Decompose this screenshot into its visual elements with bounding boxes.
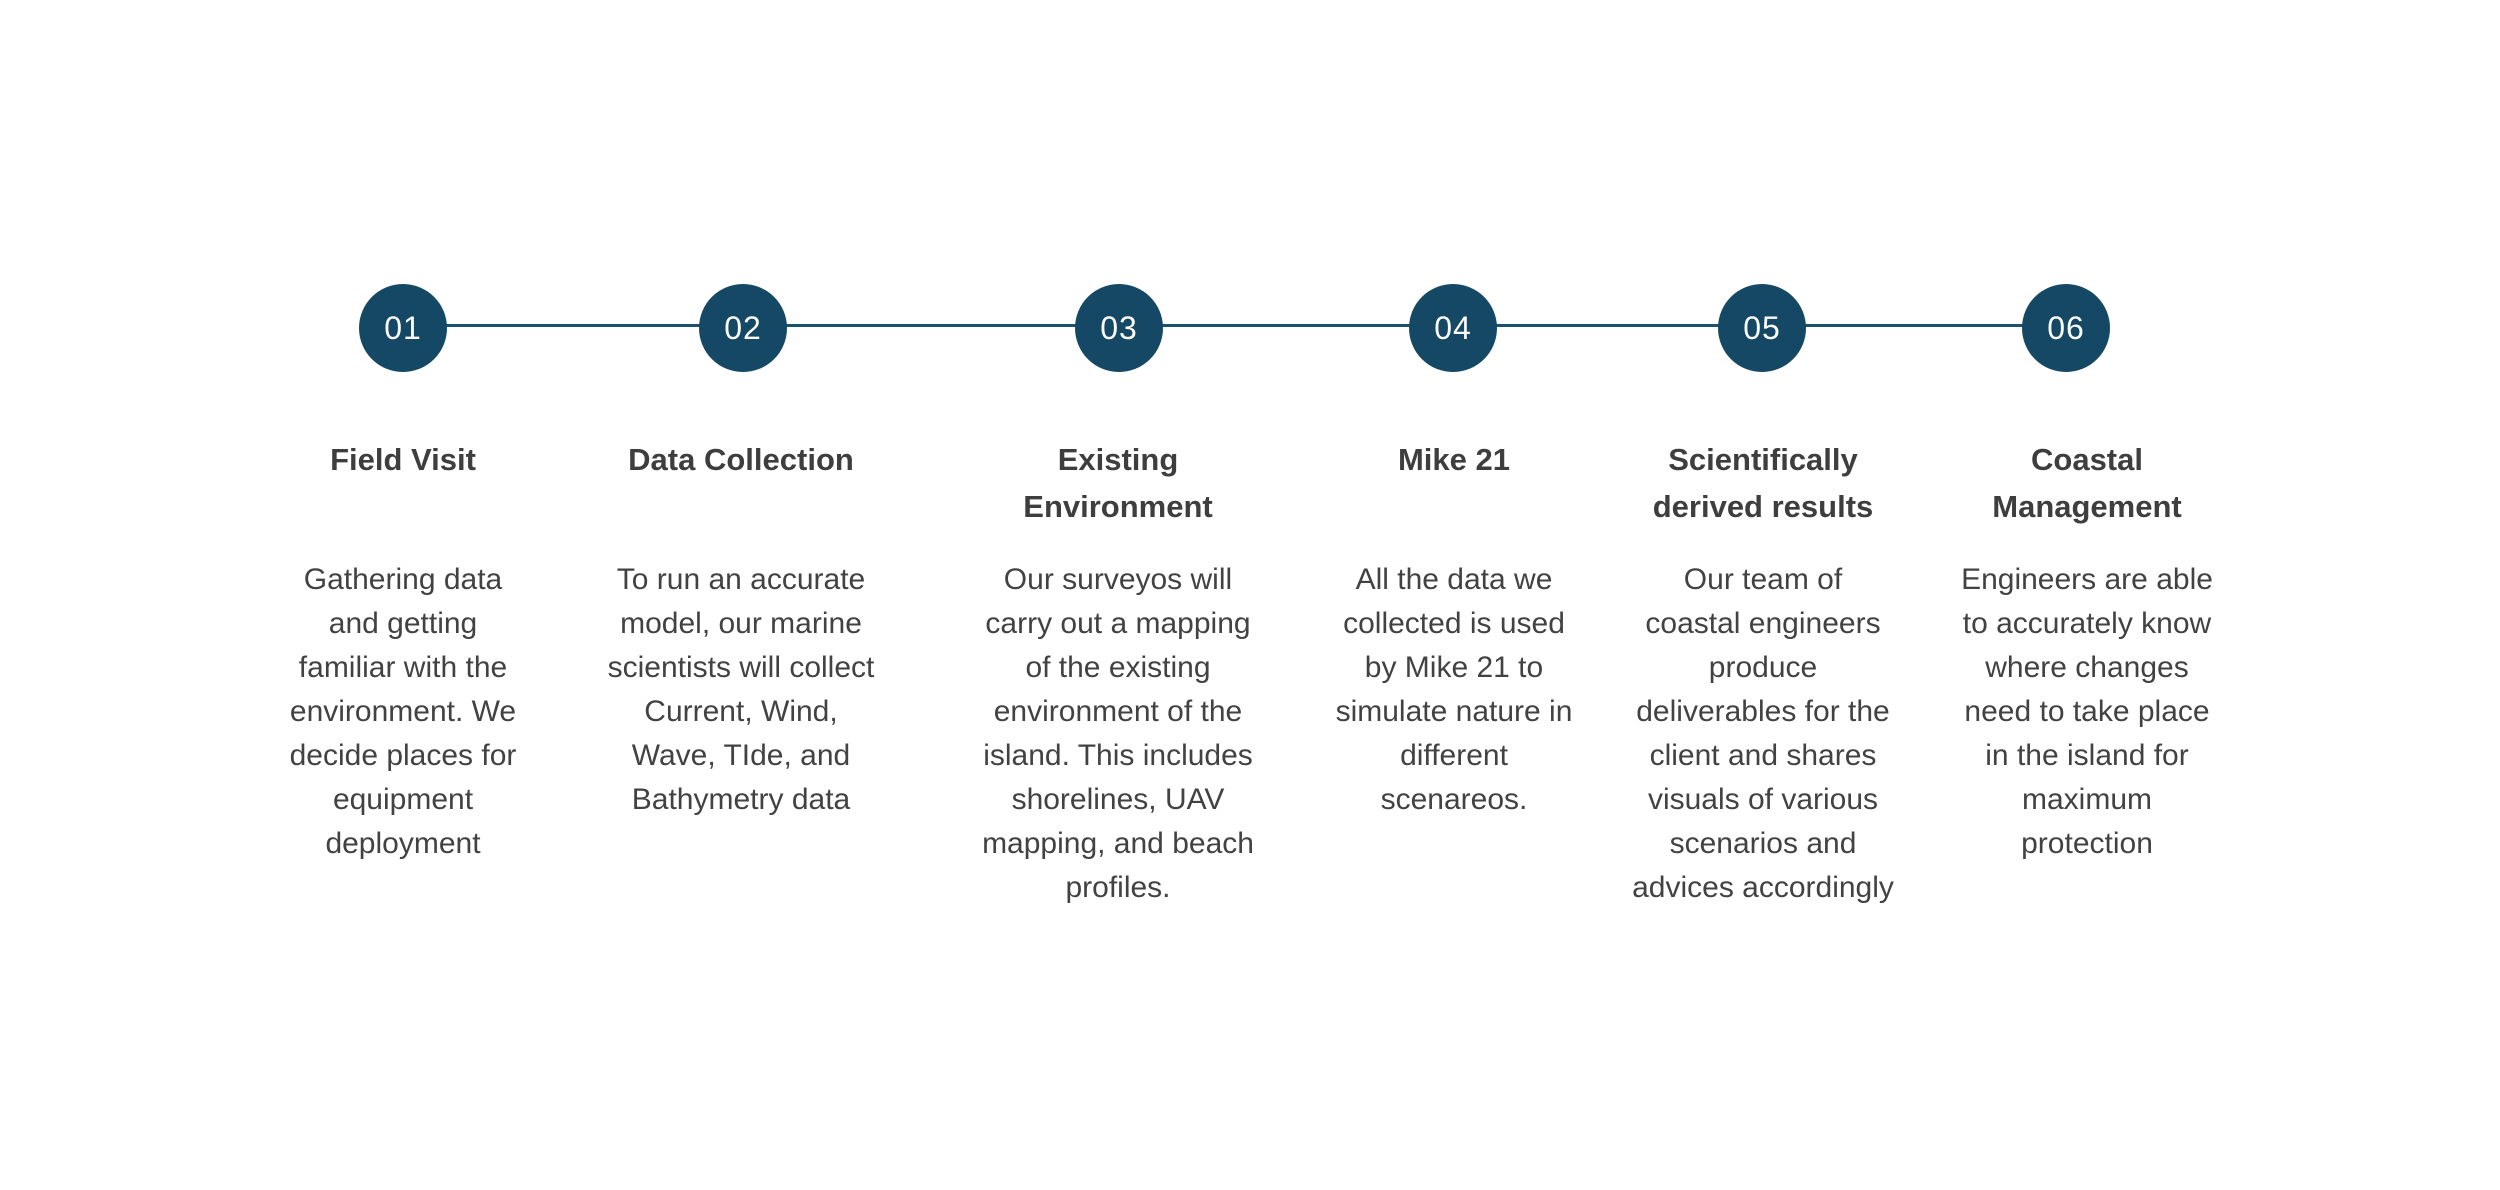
step-marker-06: 06 (2022, 284, 2110, 372)
step-description: Our surveyos will carry out a mapping of… (982, 563, 1254, 904)
step-marker-05: 05 (1718, 284, 1806, 372)
step-title: Data Collection (628, 442, 854, 477)
step-block-scientifically-derived-results: Scientifically derived results Our team … (1563, 436, 1963, 910)
step-title: Existing Environment (1023, 442, 1213, 524)
step-number-03: 03 (1100, 309, 1138, 346)
step-title: Coastal Management (1992, 442, 2182, 524)
step-block-data-collection: Data Collection To run an accurate model… (541, 436, 941, 822)
step-marker-02: 02 (699, 284, 787, 372)
step-description: Gathering data and getting familiar with… (289, 563, 517, 860)
step-description: Our team of coastal engineers produce de… (1632, 563, 1894, 904)
step-block-existing-environment: Existing Environment Our surveyos will c… (918, 436, 1318, 910)
step-description: Engineers are able to accurately know wh… (1961, 563, 2213, 860)
step-marker-04: 04 (1409, 284, 1497, 372)
step-number-04: 04 (1434, 309, 1472, 346)
timeline-connector-line (403, 324, 2066, 327)
step-number-01: 01 (384, 309, 422, 346)
step-block-mike-21: Mike 21 All the data we collected is use… (1254, 436, 1654, 822)
step-marker-01: 01 (359, 284, 447, 372)
step-number-06: 06 (2047, 309, 2085, 346)
step-title: Mike 21 (1397, 442, 1510, 477)
step-number-02: 02 (724, 309, 762, 346)
step-block-field-visit: Field Visit Gathering data and getting f… (203, 436, 603, 866)
step-number-05: 05 (1743, 309, 1781, 346)
step-description: To run an accurate model, our marine sci… (607, 563, 875, 816)
step-description: All the data we collected is used by Mik… (1335, 563, 1573, 816)
step-title: Scientifically derived results (1652, 442, 1874, 524)
step-marker-03: 03 (1075, 284, 1163, 372)
step-title: Field Visit (330, 442, 476, 477)
step-block-coastal-management: Coastal Management Engineers are able to… (1887, 436, 2287, 866)
